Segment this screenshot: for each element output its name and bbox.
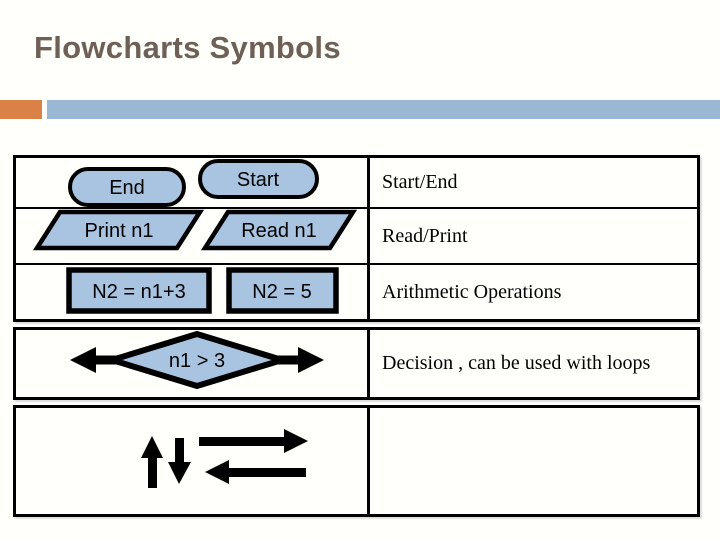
io-shapes-cell: Print n1 Read n1 — [16, 209, 370, 263]
decision-shape-graphic: n1 > 3 — [70, 330, 324, 390]
accent-orange-square — [0, 100, 42, 119]
end-shape-label: End — [109, 177, 145, 199]
assignment-expression-rectangle — [66, 267, 212, 314]
assignment-constant-label: N2 = 5 — [252, 281, 311, 303]
print-parallelogram-shape — [32, 209, 205, 251]
end-terminator-shape — [68, 167, 186, 207]
symbols-table-top-section: End Start Start/End Print n1 Read n1 Rea… — [13, 155, 700, 322]
terminator-description: Start/End — [382, 171, 458, 193]
table-row-terminator: End Start Start/End — [16, 158, 697, 209]
print-shape-label: Print n1 — [85, 220, 154, 242]
terminator-shapes-cell: End Start — [16, 158, 370, 207]
terminator-shapes-graphic: End Start — [68, 159, 319, 207]
io-description: Read/Print — [382, 224, 468, 247]
decision-diamond-shape — [101, 330, 293, 390]
symbols-table-arrows-section — [13, 405, 700, 517]
read-shape-label: Read n1 — [241, 220, 317, 242]
start-shape-label: Start — [237, 169, 280, 191]
decision-shape-label: n1 > 3 — [169, 350, 225, 372]
up-arrow-icon — [141, 436, 163, 488]
right-arrow-icon — [199, 429, 308, 453]
symbols-table-decision-section: n1 > 3 Decision , can be used with loops — [13, 327, 700, 400]
assignment-expression-label: N2 = n1+3 — [92, 281, 185, 303]
right-arrowhead-icon — [298, 347, 324, 373]
table-row-io: Print n1 Read n1 Read/Print — [16, 209, 697, 265]
left-arrowhead-icon — [70, 347, 96, 373]
read-parallelogram-shape — [200, 209, 358, 251]
table-row-flow-arrows — [16, 408, 697, 514]
table-row-arithmetic: N2 = n1+3 N2 = 5 Arithmetic Operations — [16, 265, 697, 319]
down-arrow-icon — [168, 438, 191, 484]
flow-arrows-description — [370, 408, 697, 514]
flow-arrows-graphic — [141, 429, 308, 488]
arithmetic-shapes-graphic: N2 = n1+3 N2 = 5 — [66, 267, 339, 314]
left-arrow-icon — [205, 460, 306, 484]
arithmetic-description: Arithmetic Operations — [382, 280, 562, 303]
assignment-constant-rectangle — [226, 267, 339, 314]
io-shapes-graphic: Print n1 Read n1 — [32, 209, 358, 251]
table-row-decision: n1 > 3 Decision , can be used with loops — [16, 330, 697, 397]
start-terminator-shape — [198, 159, 319, 199]
decision-description: Decision , can be used with loops — [382, 352, 651, 374]
page-title: Flowcharts Symbols — [34, 30, 341, 65]
accent-blue-bar — [47, 100, 720, 119]
decision-shapes-cell: n1 > 3 — [16, 330, 370, 397]
arithmetic-shapes-cell: N2 = n1+3 N2 = 5 — [16, 265, 370, 319]
flow-arrows-cell — [16, 408, 370, 514]
